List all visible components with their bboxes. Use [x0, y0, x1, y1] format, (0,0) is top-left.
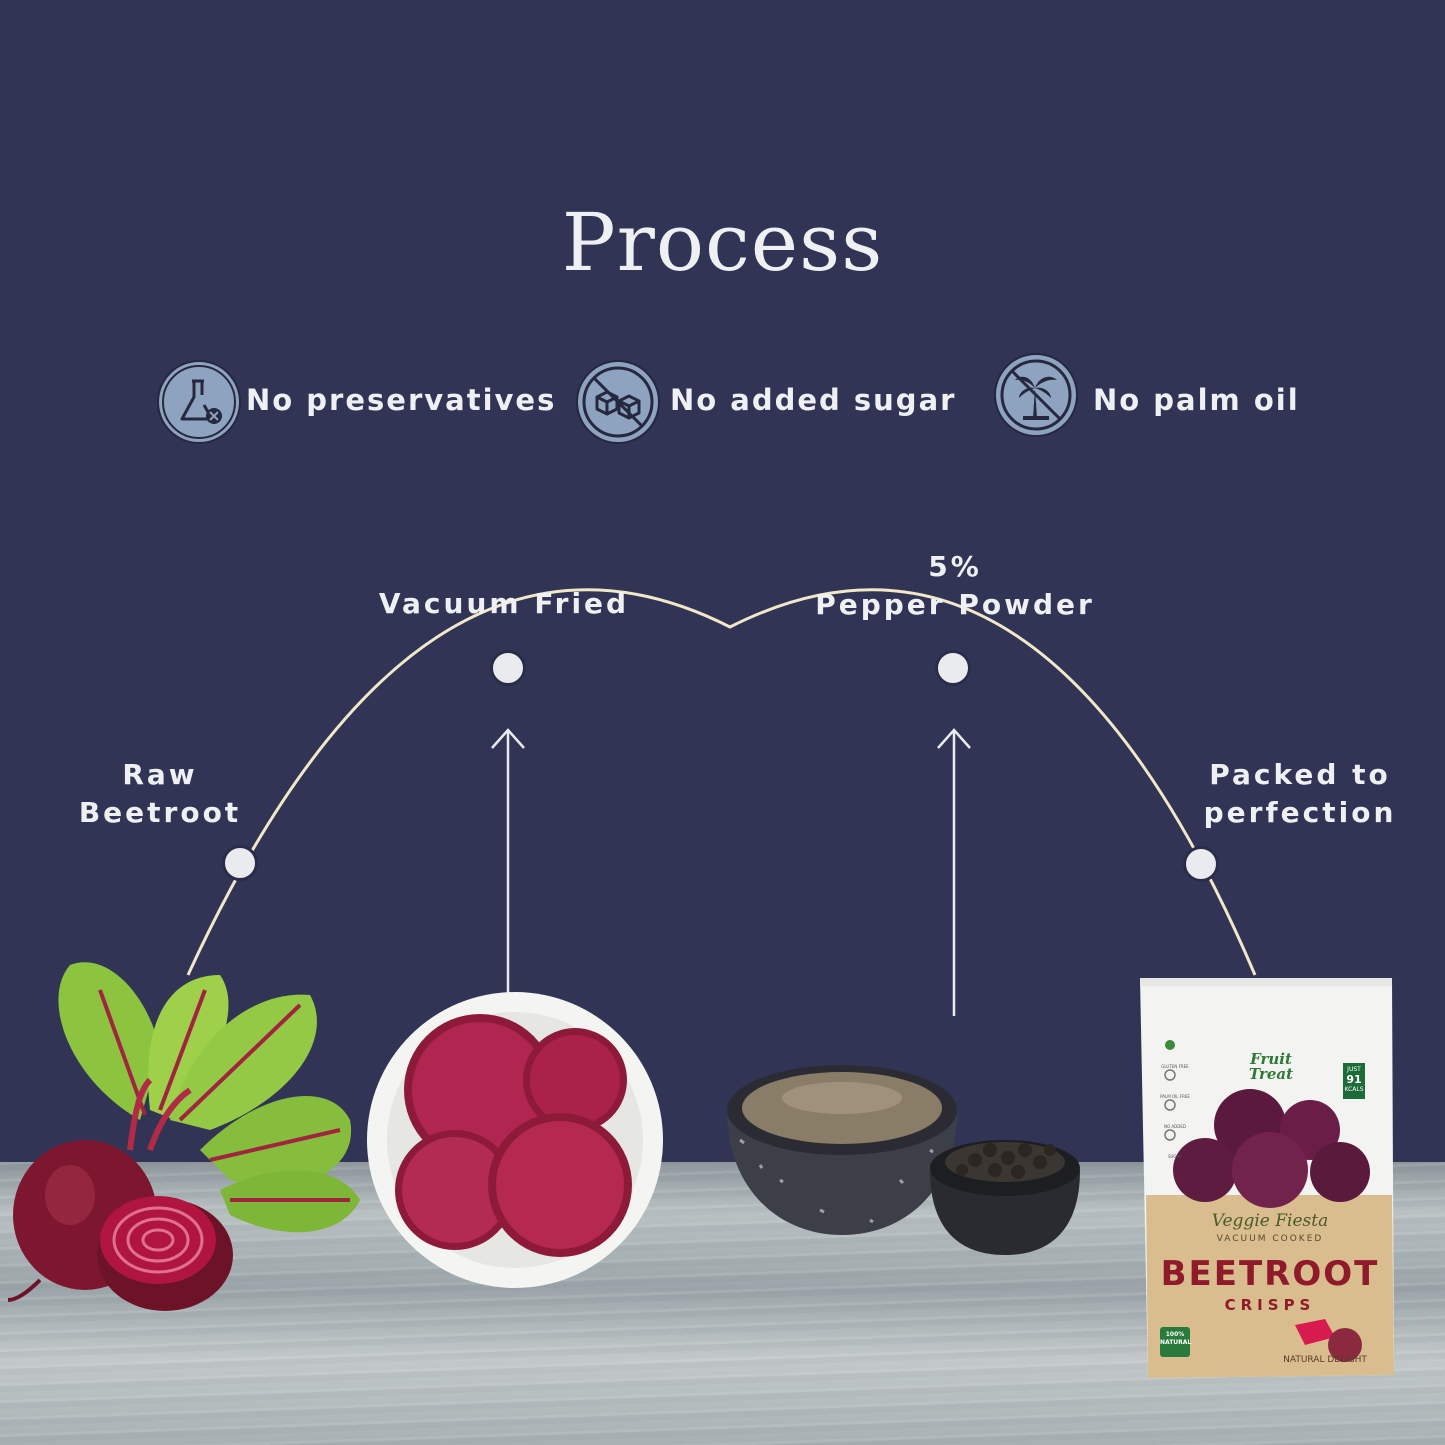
page-title: Process — [561, 196, 884, 289]
claim-no-added-sugar: NO ADDED SUGAR — [1164, 1124, 1186, 1159]
feature-no-added-sugar: No added sugar — [670, 383, 957, 417]
beet-leaves — [58, 962, 360, 1233]
kcal-badge — [1343, 1063, 1365, 1099]
claim-palm-oil-free: PALM OIL FREE — [1160, 1094, 1190, 1099]
feature-no-palm-oil: No palm oil — [1093, 383, 1300, 417]
arrow-up-vacuum — [491, 728, 525, 996]
step-label-pepper-line1: 5% — [928, 550, 982, 583]
process-arc-line — [186, 588, 1257, 976]
step-label-raw-line1: Raw — [122, 758, 198, 791]
step-label-raw-line2: Beetroot — [78, 796, 242, 829]
step-dot-raw — [222, 845, 258, 881]
step-label-raw: Raw Beetroot — [60, 756, 260, 832]
package-brand: Fruit Treat — [1248, 1050, 1294, 1083]
package-tagline: NATURAL DELIGHT — [1283, 1355, 1367, 1365]
beet-chips — [395, 1014, 632, 1257]
step-label-vacuum: Vacuum Fried — [354, 585, 654, 623]
kcal-unit: KCALS — [1344, 1086, 1364, 1093]
half-beet — [97, 1196, 233, 1311]
kcal-prefix: JUST — [1347, 1066, 1361, 1073]
arrow-up-pepper — [937, 728, 971, 1016]
palm-tree-crossed-icon — [994, 353, 1078, 437]
peppercorn-bowl — [930, 1140, 1080, 1255]
package-kcal-badge: JUST 91 KCALS — [1343, 1066, 1365, 1093]
package-beet-chips-art — [1173, 1089, 1370, 1208]
pepper-powder-bowl — [727, 1065, 957, 1235]
step-dot-pepper — [935, 650, 971, 686]
kcal-value: 91 — [1346, 1073, 1362, 1086]
feature-no-preservatives: No preservatives — [246, 383, 557, 417]
step-label-packed-line1: Packed to — [1209, 758, 1391, 791]
package-product-name: BEETROOT — [1160, 1254, 1380, 1294]
claim-gluten-free: GLUTEN FREE — [1161, 1064, 1189, 1069]
sugar-cubes-crossed-icon — [576, 360, 660, 444]
step-label-packed-line2: perfection — [1203, 796, 1397, 829]
natural-badge-text: 100% NATURAL — [1160, 1331, 1192, 1346]
flask-cross-icon — [157, 360, 241, 444]
step-label-packed: Packed to perfection — [1185, 756, 1415, 832]
step-label-pepper-line2: Pepper Powder — [815, 588, 1095, 621]
package-subtitle: VACUUM COOKED — [1216, 1234, 1324, 1244]
step-label-vacuum-line1: Vacuum Fried — [378, 587, 630, 620]
step-dot-vacuum — [490, 650, 526, 686]
package-claims: GLUTEN FREE PALM OIL FREE NO ADDED SUGAR — [1160, 1052, 1190, 1172]
package-line-name: Veggie Fiesta — [1211, 1211, 1329, 1231]
package-product-sub: CRISPS — [1224, 1296, 1316, 1314]
step-label-pepper: 5% Pepper Powder — [800, 548, 1110, 624]
step-dot-packed — [1183, 846, 1219, 882]
natural-badge — [1160, 1327, 1190, 1357]
